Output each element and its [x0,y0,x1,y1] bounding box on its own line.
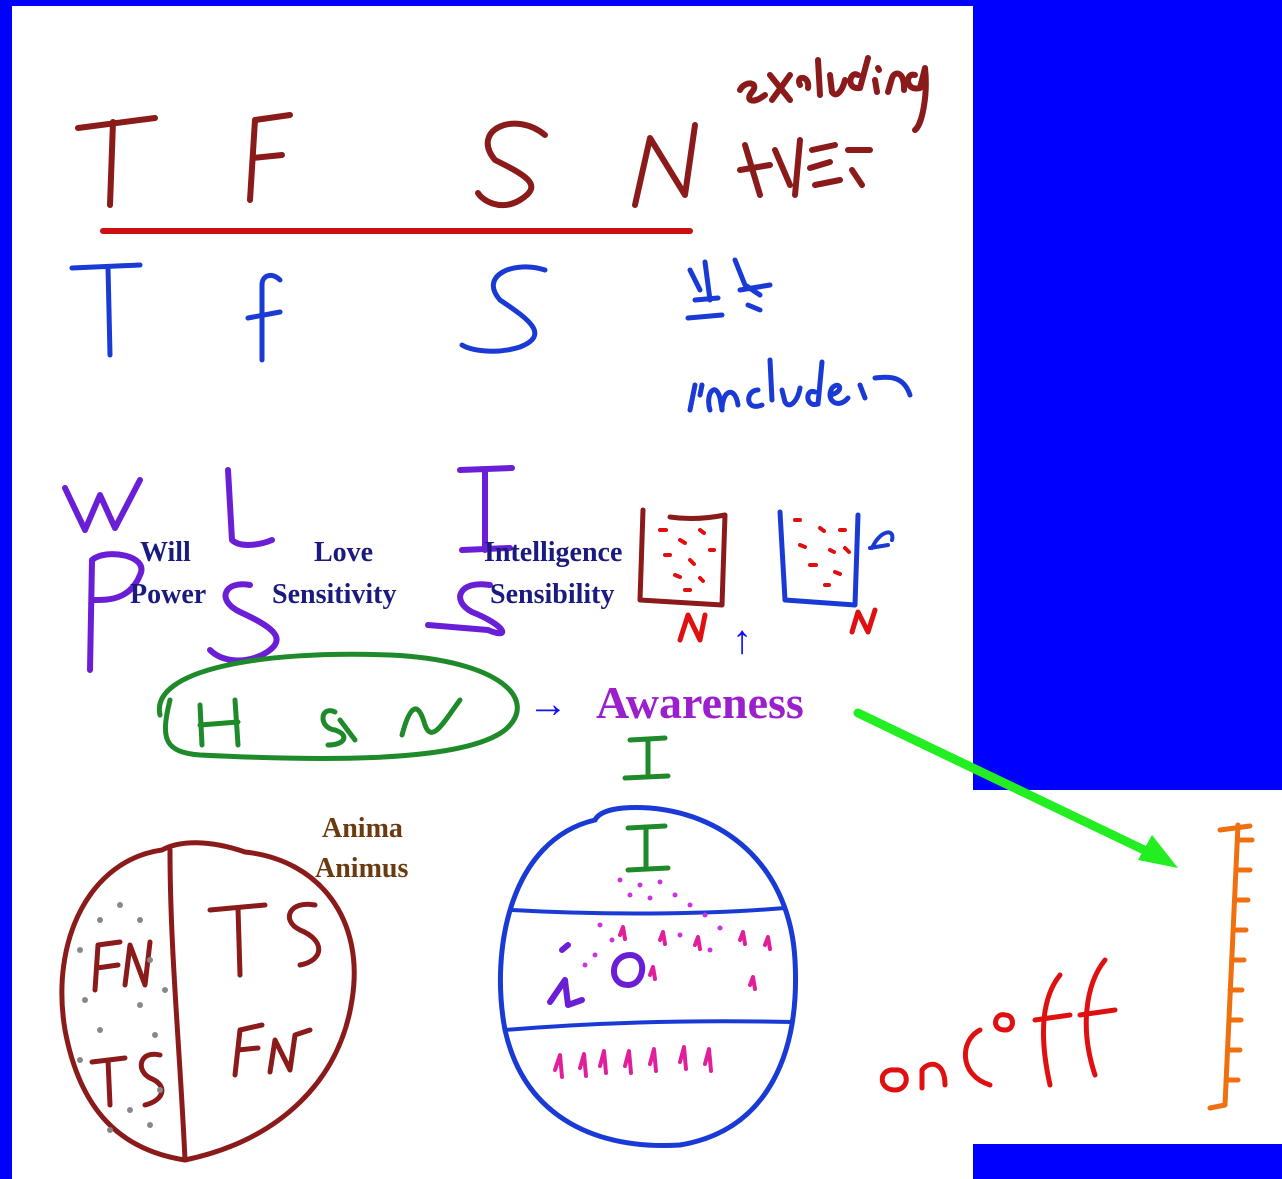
label-love: Love [314,537,374,568]
label-sensitivity: Sensitivity [272,579,397,610]
orange-ruler [1207,822,1255,1111]
awareness-i [622,735,671,781]
label-will: Will [140,537,191,568]
row4-letters [87,551,506,673]
right-circle [497,805,799,1149]
label-power: Power [130,579,207,610]
row2-letters [69,257,913,413]
label-sensibility: Sensibility [490,579,615,610]
row1-letters [75,55,929,208]
left-circle [59,840,357,1163]
label-intelligence: Intelligence [484,537,623,568]
label-animus: Animus [315,853,409,884]
arrow-up: ↑ [732,617,752,662]
on-off-text [879,957,1118,1093]
label-awareness: Awareness [596,677,804,728]
left-circle-dots [77,902,168,1133]
green-arrow [853,708,1178,868]
arrow-right: → [528,681,568,726]
n-boxes [637,507,895,643]
row3-letters [62,465,515,553]
hn-oval [156,651,520,762]
label-anima: Anima [322,813,403,844]
